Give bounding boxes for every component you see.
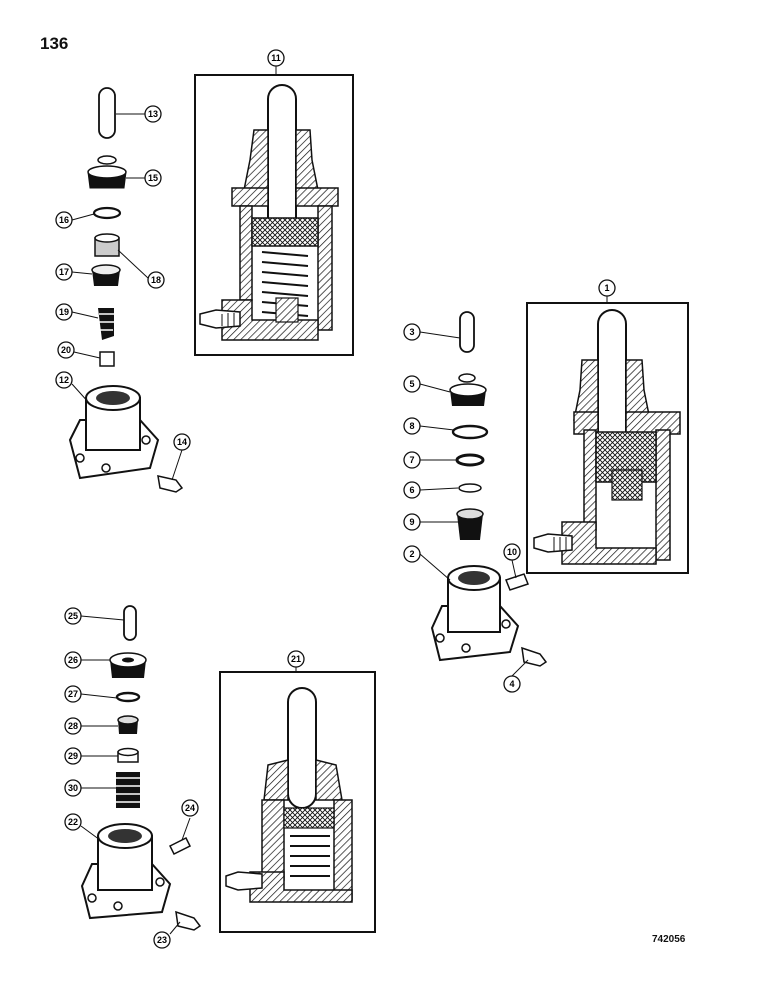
callout-label: 11 — [271, 53, 281, 63]
callout-leaders — [71, 113, 529, 935]
callout-label: 14 — [177, 437, 187, 447]
callout-label: 5 — [409, 379, 414, 389]
callout-markers: 1 2 3 4 5 6 7 8 9 10 11 12 13 14 15 16 1… — [55, 49, 616, 949]
callout-label: 15 — [148, 173, 158, 183]
callout-12: 12 — [55, 371, 73, 389]
callout-24: 24 — [181, 799, 199, 817]
callout-label: 9 — [409, 517, 414, 527]
callout-6: 6 — [403, 481, 421, 499]
callout-29: 29 — [64, 747, 82, 765]
callout-2: 2 — [403, 545, 421, 563]
callout-label: 21 — [291, 654, 301, 664]
callout-13: 13 — [144, 105, 162, 123]
callout-30: 30 — [64, 779, 82, 797]
callout-label: 6 — [409, 485, 414, 495]
callout-label: 1 — [604, 283, 609, 293]
callout-label: 16 — [59, 215, 69, 225]
callout-3: 3 — [403, 323, 421, 341]
cutaway-view-11 — [194, 66, 354, 356]
fitting-14 — [157, 475, 184, 493]
callout-label: 26 — [68, 655, 78, 665]
callout-14: 14 — [173, 433, 191, 451]
housing-22 — [80, 823, 172, 920]
callout-1: 1 — [598, 279, 616, 297]
callout-10: 10 — [503, 543, 521, 561]
housing-12 — [68, 385, 160, 480]
callout-4: 4 — [503, 675, 521, 693]
callout-label: 25 — [68, 611, 78, 621]
callout-20: 20 — [57, 341, 75, 359]
cutaway-view-21 — [219, 666, 376, 933]
exploded-parts-upper-left — [68, 87, 184, 493]
figure-code: 742056 — [652, 934, 686, 945]
callout-label: 22 — [68, 817, 78, 827]
callout-9: 9 — [403, 513, 421, 531]
callout-22: 22 — [64, 813, 82, 831]
callout-19: 19 — [55, 303, 73, 321]
callout-26: 26 — [64, 651, 82, 669]
callout-label: 20 — [61, 345, 71, 355]
callout-label: 23 — [157, 935, 167, 945]
page-number: 136 — [40, 34, 69, 53]
callout-label: 8 — [409, 421, 414, 431]
spring-30 — [116, 772, 140, 808]
callout-label: 24 — [185, 803, 195, 813]
callout-21: 21 — [287, 650, 305, 668]
callout-label: 19 — [59, 307, 69, 317]
callout-label: 2 — [409, 549, 414, 559]
housing-2 — [430, 565, 520, 662]
callout-18: 18 — [147, 271, 165, 289]
callout-label: 29 — [68, 751, 78, 761]
exploded-parts-lower-left — [80, 605, 202, 931]
exploded-parts-right — [430, 311, 548, 667]
callout-label: 12 — [59, 375, 69, 385]
callout-25: 25 — [64, 607, 82, 625]
callout-label: 4 — [509, 679, 514, 689]
callout-27: 27 — [64, 685, 82, 703]
callout-label: 13 — [148, 109, 158, 119]
callout-16: 16 — [55, 211, 73, 229]
callout-17: 17 — [55, 263, 73, 281]
callout-label: 30 — [68, 783, 78, 793]
callout-28: 28 — [64, 717, 82, 735]
cutaway-view-1 — [526, 295, 689, 574]
callout-7: 7 — [403, 451, 421, 469]
callout-11: 11 — [267, 49, 285, 67]
callout-label: 17 — [59, 267, 69, 277]
callout-15: 15 — [144, 169, 162, 187]
callout-label: 27 — [68, 689, 78, 699]
callout-23: 23 — [153, 931, 171, 949]
callout-label: 10 — [507, 547, 517, 557]
spring-19 — [98, 308, 114, 340]
callout-5: 5 — [403, 375, 421, 393]
callout-label: 28 — [68, 721, 78, 731]
callout-label: 3 — [409, 327, 414, 337]
callout-8: 8 — [403, 417, 421, 435]
callout-label: 18 — [151, 275, 161, 285]
callout-label: 7 — [409, 455, 414, 465]
